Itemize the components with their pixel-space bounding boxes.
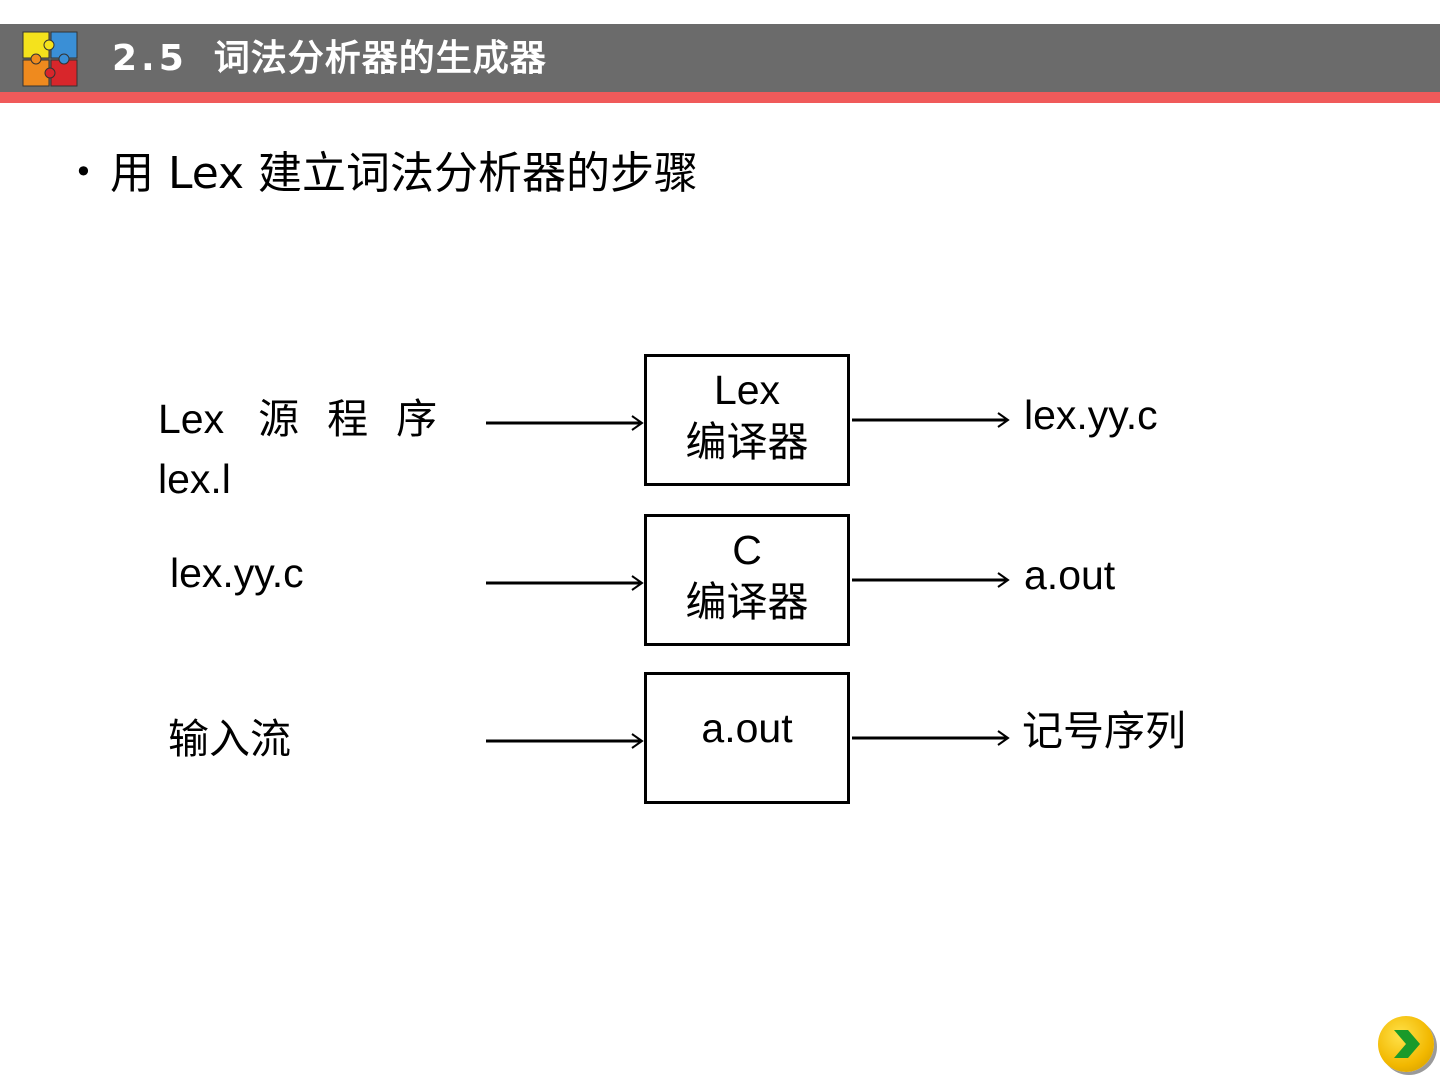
row3-output-arrowhead <box>997 730 1010 746</box>
aout-box-line1: a.out <box>701 705 793 751</box>
row2-input-label: lex.yy.c <box>170 550 304 596</box>
c-compiler-box-line2: 编译器 <box>685 579 809 625</box>
lex-compiler-box-line1: Lex <box>713 367 781 413</box>
next-slide-button[interactable] <box>1378 1016 1434 1072</box>
c-compiler-box: C 编译器 <box>644 514 850 646</box>
section-number: 2.5 <box>112 38 188 79</box>
row3-input-label: 输入流 <box>168 716 291 762</box>
lex-compiler-box: Lex 编译器 <box>644 354 850 486</box>
title-label: 词法分析器的生成器 <box>213 38 547 79</box>
row1-input-label: Lex 源程序 <box>158 394 465 444</box>
row3-output-label: 记号序列 <box>1022 708 1186 754</box>
row1-input-arrowhead <box>631 415 644 431</box>
row2-output-label: a.out <box>1024 552 1116 598</box>
page-title: 2.5 词法分析器的生成器 <box>112 35 547 83</box>
row1-input-prefix: Lex <box>158 396 225 442</box>
lex-compiler-box-line2: 编译器 <box>685 419 809 465</box>
aout-box: a.out <box>644 672 850 804</box>
row1-output-arrowhead <box>997 412 1010 428</box>
row3-input-arrowhead <box>631 733 644 749</box>
header-bar <box>0 24 1440 92</box>
row1-input-name: 源程序 <box>258 396 466 442</box>
puzzle-logo-icon <box>21 30 79 88</box>
bullet-dot-icon: • <box>74 153 93 191</box>
c-compiler-box-line1: C <box>732 527 762 573</box>
row2-input-arrowhead <box>631 575 644 591</box>
row2-output-arrowhead <box>997 572 1010 588</box>
header-rule <box>0 92 1440 103</box>
next-arrow-icon <box>1394 1030 1420 1058</box>
row1-output-label: lex.yy.c <box>1024 392 1158 438</box>
bullet-text: 用 Lex 建立词法分析器的步骤 <box>110 148 699 199</box>
row1-input-filename: lex.l <box>158 456 231 502</box>
bullet-item: • 用 Lex 建立词法分析器的步骤 <box>74 146 698 202</box>
